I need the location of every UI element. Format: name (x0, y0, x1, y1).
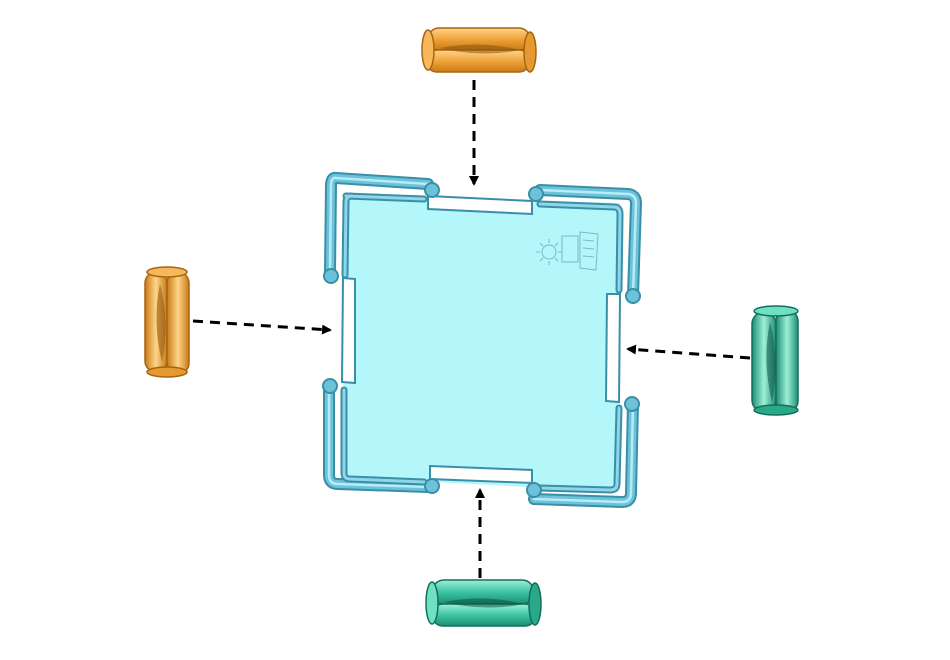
connector-right[interactable] (752, 306, 798, 415)
left-slot (323, 269, 355, 393)
arrow-left (193, 321, 330, 330)
right-slot (606, 289, 640, 411)
panel (323, 178, 640, 502)
connector-bottom[interactable] (426, 580, 541, 626)
top-slot (425, 183, 543, 214)
connector-top[interactable] (422, 28, 536, 72)
arrow-right (628, 349, 750, 358)
connector-left[interactable] (145, 267, 189, 377)
